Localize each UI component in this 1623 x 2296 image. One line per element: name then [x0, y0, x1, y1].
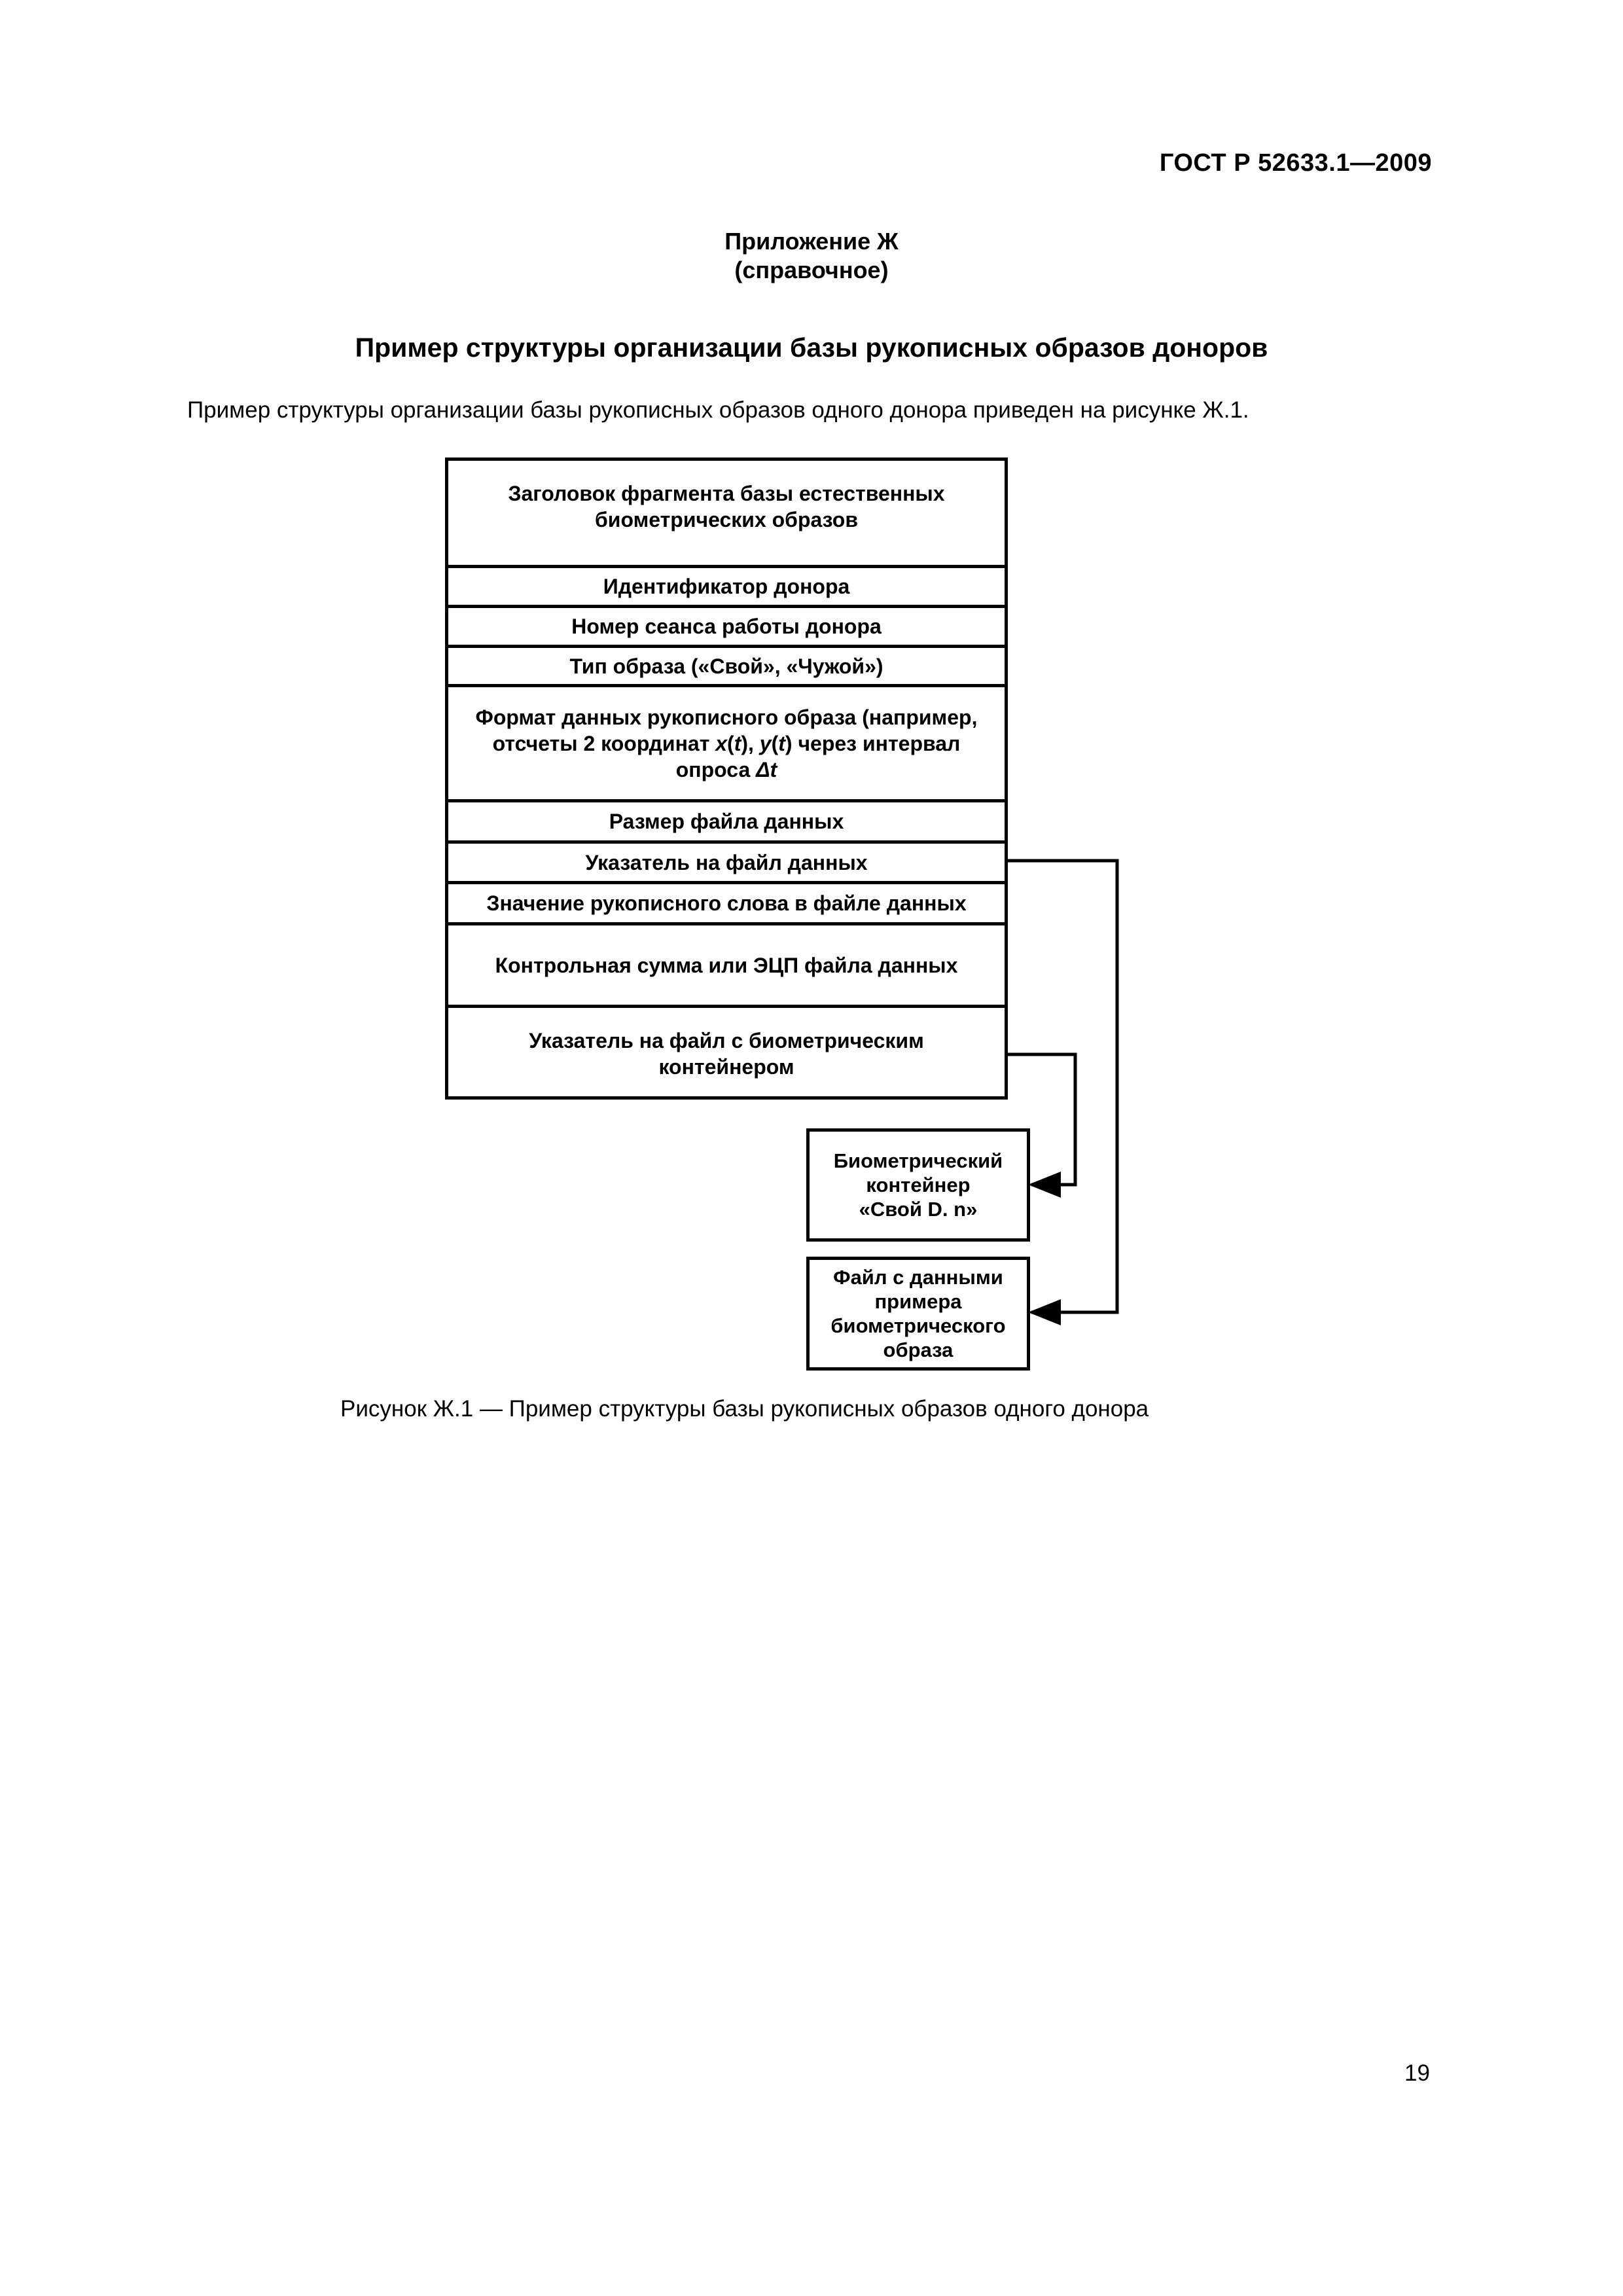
row-label: Значение рукописного слова в файле данны… — [486, 891, 967, 915]
paren-close-tail: ) через интервал — [785, 731, 961, 755]
biometric-container-box: Биометрический контейнер «Свой D. n» — [806, 1128, 1030, 1242]
row-label: Формат данных рукописного образа (наприм… — [476, 704, 978, 783]
row-label: Контрольная сумма или ЭЦП файла данных — [495, 953, 958, 977]
box-line: образа — [883, 1338, 954, 1362]
format-line-1: Формат данных рукописного образа (наприм… — [475, 705, 978, 729]
row-word-value: Значение рукописного слова в файле данны… — [448, 881, 1005, 922]
delta-t: Δt — [756, 757, 777, 781]
var-x: x — [715, 731, 728, 755]
var-t: t — [778, 731, 785, 755]
var-y: y — [759, 731, 772, 755]
structure-table: Заголовок фрагмента базы естественных би… — [445, 457, 1008, 1100]
row-checksum: Контрольная сумма или ЭЦП файла данных — [448, 922, 1005, 1005]
row-label: Идентификатор донора — [603, 575, 850, 598]
row-donor-id: Идентификатор донора — [448, 565, 1005, 605]
row-data-file-pointer: Указатель на файл данных — [448, 840, 1005, 881]
arrow-to-container — [1008, 1052, 1077, 1198]
appendix-subtitle: (справочное) — [734, 257, 889, 283]
box-line: примера — [874, 1289, 962, 1313]
box-line: «Свой D. n» — [859, 1198, 978, 1221]
row-label: Номер сеанса работы донора — [571, 615, 882, 638]
box-line: Биометрический — [833, 1149, 1003, 1172]
figure-caption: Рисунок Ж.1 — Пример структуры базы руко… — [340, 1396, 1149, 1422]
box-line: биометрического — [830, 1314, 1006, 1337]
box-label: Биометрический контейнер «Свой D. n» — [834, 1149, 1003, 1222]
row-label: Указатель на файл с биометрическим конте… — [529, 1029, 924, 1079]
row-data-format: Формат данных рукописного образа (наприм… — [448, 684, 1005, 799]
data-file-box: Файл с данными примера биометрического о… — [806, 1257, 1030, 1371]
appendix-title: Приложение Ж — [724, 228, 899, 255]
format-line-2-text: отсчеты 2 координат — [492, 731, 716, 755]
box-label: Файл с данными примера биометрического о… — [830, 1265, 1005, 1363]
box-line: контейнер — [866, 1173, 971, 1196]
row-session-number: Номер сеанса работы донора — [448, 605, 1005, 645]
format-line-2: отсчеты 2 координат x(t), y(t) через инт… — [493, 732, 961, 755]
row-file-size: Размер файла данных — [448, 799, 1005, 840]
row-label: Заголовок фрагмента базы естественных би… — [508, 482, 945, 531]
var-t: t — [734, 731, 741, 755]
page-number: 19 — [1404, 2060, 1430, 2086]
section-title: Пример структуры организации базы рукопи… — [355, 332, 1268, 363]
paren-open: ( — [771, 731, 779, 755]
paren-close: ), — [741, 731, 760, 755]
row-label: Тип образа («Свой», «Чужой») — [569, 654, 883, 678]
paren-open: ( — [727, 731, 734, 755]
row-fragment-header: Заголовок фрагмента базы естественных би… — [448, 461, 1005, 565]
intro-paragraph: Пример структуры организации базы рукопи… — [187, 397, 1249, 423]
arrow-to-data-file — [1008, 859, 1119, 1325]
row-label: Размер файла данных — [609, 810, 844, 833]
box-line: Файл с данными — [833, 1265, 1003, 1289]
row-container-pointer: Указатель на файл с биометрическим конте… — [448, 1005, 1005, 1096]
document-number: ГОСТ Р 52633.1—2009 — [1159, 149, 1432, 177]
format-line-3: опроса Δt — [676, 758, 777, 781]
row-image-type: Тип образа («Свой», «Чужой») — [448, 645, 1005, 684]
row-label: Указатель на файл данных — [585, 850, 868, 874]
format-line-3-text: опроса — [675, 757, 757, 781]
